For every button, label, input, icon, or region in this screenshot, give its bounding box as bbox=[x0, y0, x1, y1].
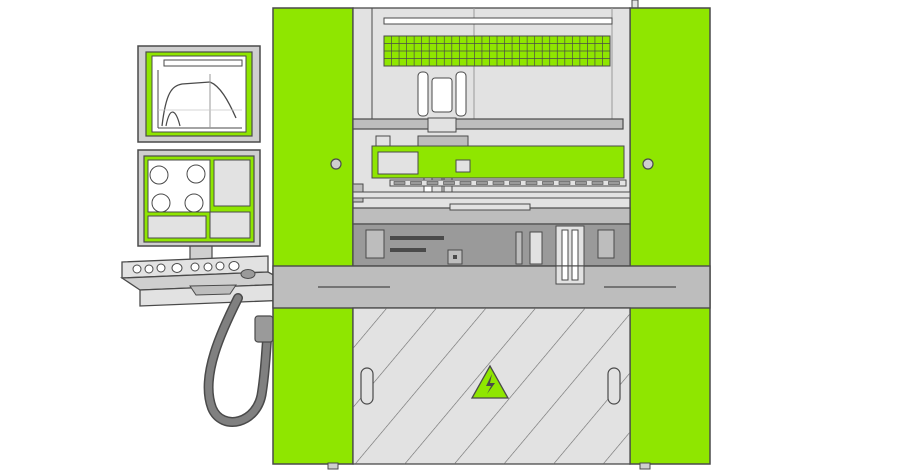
left-green-column bbox=[272, 7, 354, 465]
track-slot bbox=[492, 181, 505, 185]
gantry-rail bbox=[352, 118, 624, 130]
response-curve-icon bbox=[161, 81, 237, 127]
top-monitor bbox=[137, 45, 261, 143]
track-slot bbox=[591, 181, 604, 185]
high-voltage-warning-icon bbox=[470, 364, 510, 399]
conveyor-track bbox=[389, 179, 627, 187]
cabinet-handle-right bbox=[607, 367, 621, 405]
right-green-column bbox=[629, 7, 711, 465]
green-grid-panel bbox=[383, 35, 611, 67]
track-slots bbox=[393, 181, 620, 185]
track-slot bbox=[608, 181, 620, 185]
control-console bbox=[119, 45, 293, 427]
lower-compartment bbox=[352, 223, 631, 267]
cabinet-handle-left bbox=[360, 367, 374, 405]
machine-body bbox=[272, 0, 711, 470]
console-buttons bbox=[132, 261, 256, 279]
bottom-monitor bbox=[137, 149, 261, 247]
cable-connector bbox=[254, 315, 274, 343]
track-slot bbox=[509, 181, 521, 185]
track-slot bbox=[476, 181, 488, 185]
track-slot bbox=[459, 181, 472, 185]
track-slot bbox=[393, 181, 406, 185]
track-slot bbox=[443, 181, 455, 185]
track-slot bbox=[525, 181, 538, 185]
track-slot bbox=[426, 181, 439, 185]
control-desk bbox=[119, 255, 293, 307]
graph-screen bbox=[151, 55, 247, 133]
track-slot bbox=[410, 181, 422, 185]
track-slot bbox=[575, 181, 587, 185]
track-slot bbox=[558, 181, 571, 185]
track-slot bbox=[542, 181, 554, 185]
